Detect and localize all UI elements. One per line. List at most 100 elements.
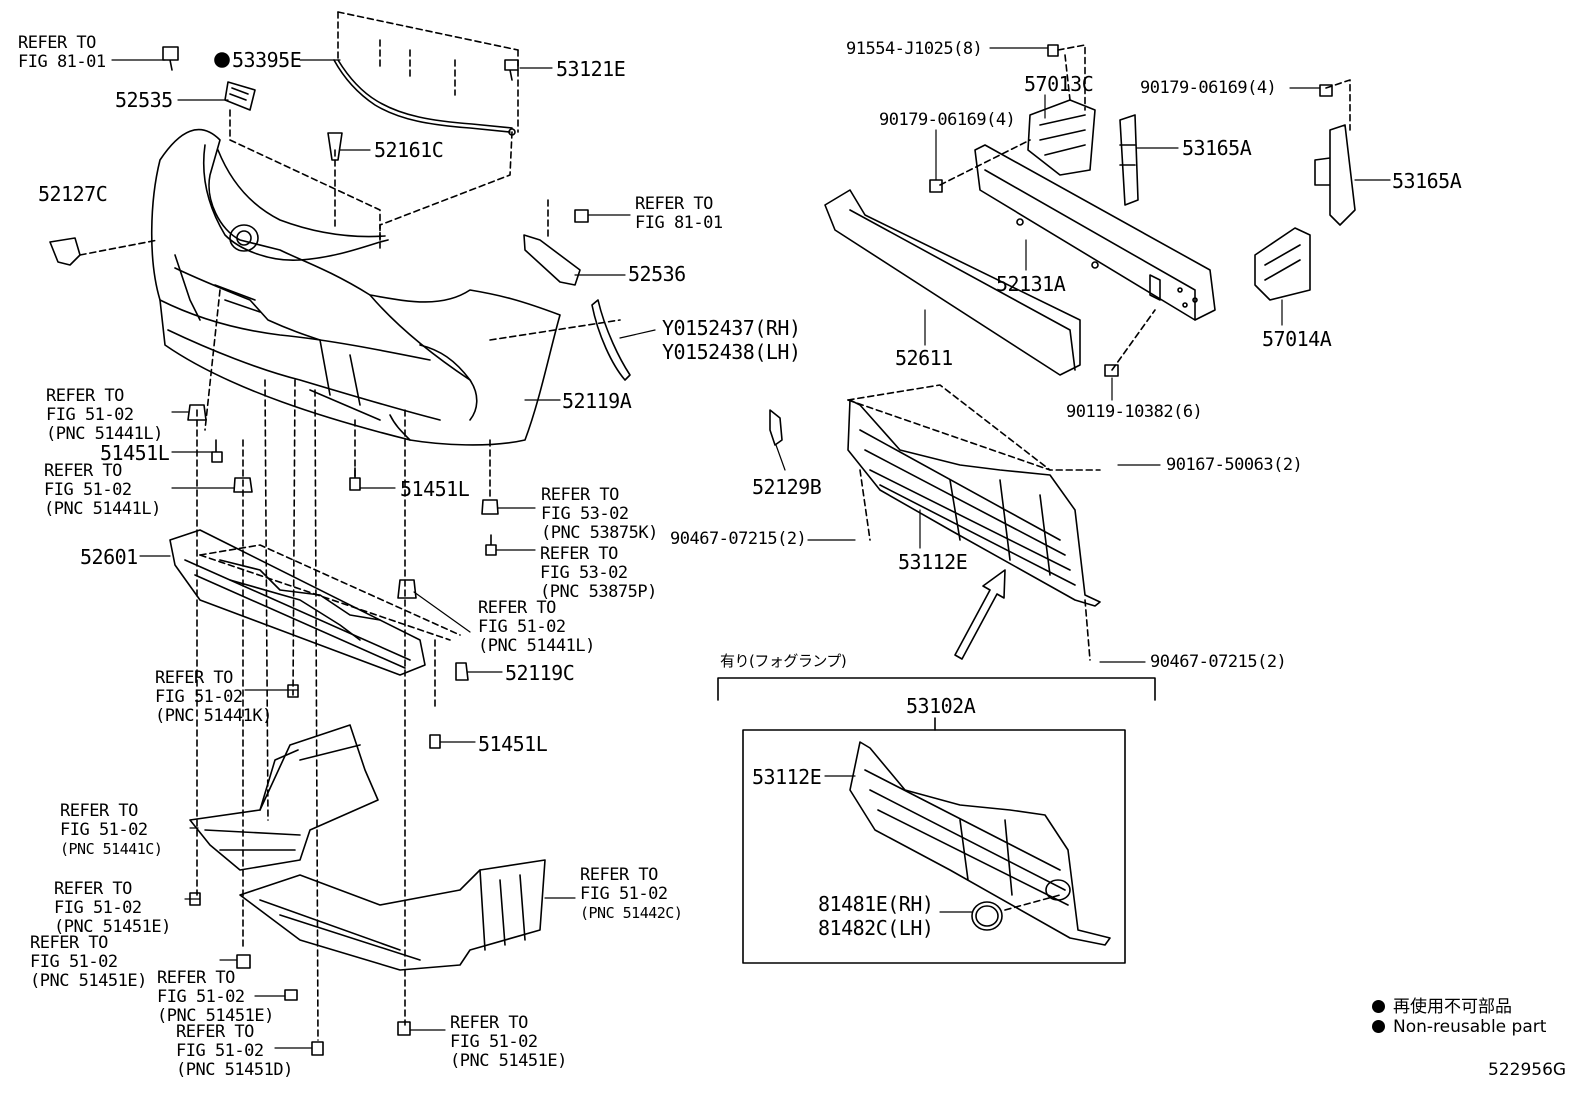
ref-line: (PNC 53875P): [540, 582, 657, 602]
ref-line: (PNC 53875K): [541, 523, 658, 543]
leader-lines: [111, 47, 1391, 1049]
ref-line: REFER TO: [46, 386, 124, 406]
ref-line: REFER TO: [540, 544, 618, 564]
ref-line: REFER TO: [30, 933, 108, 953]
legend-jp: 再使用不可部品: [1372, 992, 1512, 1017]
ref-line: (PNC 51441L): [44, 499, 161, 519]
under-cover-2: [239, 859, 546, 971]
part-81482C: 81482C(LH): [818, 916, 934, 940]
ref-line: FIG 51-02: [155, 687, 243, 707]
ref-line: FIG 51-02: [157, 987, 245, 1007]
part-57013C: 57013C: [1024, 72, 1094, 96]
bumper-cover-drawing: [150, 128, 561, 446]
ref-line: FIG 51-02: [46, 405, 134, 425]
ref-line: FIG 51-02: [176, 1041, 264, 1061]
dashed-leaders: [79, 11, 621, 1041]
legend-jp-text: 再使用不可部品: [1393, 997, 1512, 1017]
bullet-icon: [1372, 1020, 1385, 1033]
ref-line: FIG 51-02: [450, 1032, 538, 1052]
ref-line: (PNC 51451D): [176, 1060, 293, 1080]
bullet-icon: [1372, 1000, 1385, 1013]
dashed-leaders-right: [847, 44, 1351, 911]
part-52161C: 52161C: [374, 138, 444, 162]
part-57014A: 57014A: [1262, 327, 1332, 351]
ref-line: (PNC 51451E): [450, 1051, 567, 1071]
part-53121E: 53121E: [556, 57, 626, 81]
part-90179-b: 90179-06169(4): [879, 110, 1016, 130]
fog-lamp-note: 有り(フォグランプ): [720, 652, 847, 670]
kit-box: [742, 729, 1126, 964]
part-53395E: 53395E: [232, 48, 302, 72]
ref-line: FIG 51-02: [580, 884, 668, 904]
part-90467-b: 90467-07215(2): [1150, 652, 1287, 672]
part-52601: 52601: [80, 545, 138, 569]
grille-53112E: [769, 399, 1101, 607]
grille-in-kit: [849, 741, 1111, 946]
ref-line: (PNC 51441K): [155, 706, 272, 726]
part-52536: 52536: [628, 262, 686, 286]
ref-line: REFER TO: [18, 33, 96, 53]
ref-line: FIG 53-02: [541, 504, 629, 524]
upper-seal-wire: [333, 59, 516, 136]
ref-line: FIG 51-02: [44, 480, 132, 500]
ref-line: FIG 51-02: [30, 952, 118, 972]
part-51451L-c: 51451L: [478, 732, 548, 756]
part-90467-a: 90467-07215(2): [670, 529, 807, 549]
under-cover-1: [189, 724, 379, 871]
part-53102A: 53102A: [906, 694, 976, 718]
bumper-reinforcement: [974, 144, 1216, 321]
part-52535: 52535: [115, 88, 173, 112]
ref-line: (PNC 51441L): [46, 424, 163, 444]
ref-line: REFER TO: [44, 461, 122, 481]
legend-en: Non-reusable part: [1372, 1017, 1546, 1037]
ref-line: (PNC 51451E): [30, 971, 147, 991]
part-52611: 52611: [895, 346, 953, 370]
diagram-code: 522956G: [1488, 1060, 1567, 1080]
ref-line: REFER TO: [541, 485, 619, 505]
ref-line: FIG 53-02: [540, 563, 628, 583]
part-52129B: 52129B: [752, 475, 822, 499]
part-52127C: 52127C: [38, 182, 108, 206]
ref-line: FIG 51-02: [54, 898, 142, 918]
ref-line: FIG 51-02: [478, 617, 566, 637]
part-Y0152437: Y0152437(RH): [662, 316, 801, 340]
energy-absorber: [824, 189, 1081, 376]
ref-line: (PNC 51441C): [60, 840, 163, 858]
ref-line: (PNC 51451E): [54, 917, 171, 937]
part-81481E: 81481E(RH): [818, 892, 934, 916]
part-53165A-b: 53165A: [1392, 169, 1462, 193]
ref-line: (PNC 51451E): [157, 1006, 274, 1026]
ref-line: REFER TO: [478, 598, 556, 618]
ref-line: FIG 81-01: [635, 213, 723, 233]
lower-shield-52601: [169, 529, 426, 676]
assembly-arrow: [954, 569, 1006, 660]
fasteners: [49, 46, 631, 1056]
ref-line: REFER TO: [176, 1022, 254, 1042]
ref-line: REFER TO: [155, 668, 233, 688]
part-53112E-a: 53112E: [898, 550, 968, 574]
part-52119C: 52119C: [505, 661, 575, 685]
part-90119: 90119-10382(6): [1066, 402, 1203, 422]
part-51451L-b: 51451L: [400, 477, 470, 501]
part-53165A-a: 53165A: [1182, 136, 1252, 160]
legend-en-text: Non-reusable part: [1393, 1017, 1547, 1037]
ref-line: FIG 81-01: [18, 52, 106, 72]
ref-line: REFER TO: [635, 194, 713, 214]
part-53112E-b: 53112E: [752, 765, 822, 789]
